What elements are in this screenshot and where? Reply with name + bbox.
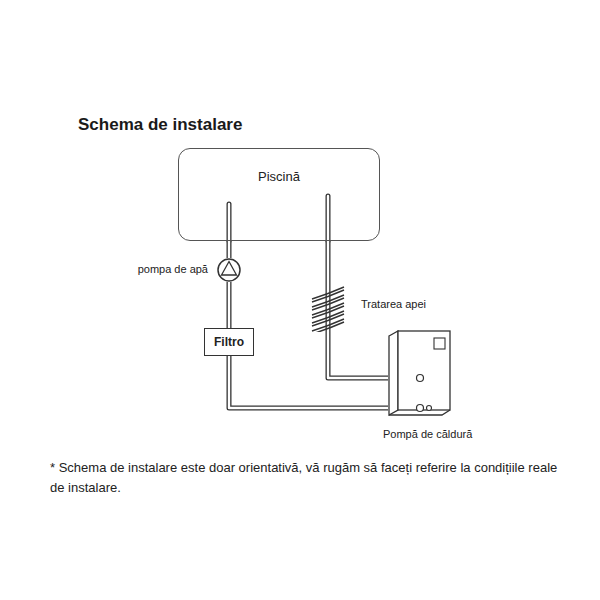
edge-group <box>229 241 388 408</box>
pipe-inner <box>328 332 388 378</box>
heat-node: Pompă de căldură <box>388 330 452 416</box>
pump-circle <box>218 259 240 281</box>
pipe-connector <box>328 332 388 378</box>
coil-winding <box>312 322 344 332</box>
pipe-inner <box>229 356 388 408</box>
pipe-outer <box>326 241 331 284</box>
heat-pump-unit <box>388 330 452 416</box>
pump-symbol <box>217 258 241 282</box>
unit-side <box>389 331 398 415</box>
note-text: * Schema de instalare este doar orientat… <box>50 458 575 498</box>
pipe-outer <box>227 282 232 328</box>
pipe-connector <box>229 282 230 328</box>
pump-label: pompa de apă <box>138 263 208 275</box>
pipe-outer <box>227 241 232 258</box>
pipe-inner <box>228 241 230 258</box>
diagram-title: Schema de instalare <box>78 115 242 135</box>
pipe-outer <box>328 332 388 378</box>
pipe-connector <box>328 241 329 284</box>
pipe-port <box>427 406 432 411</box>
filter-label: Filtro <box>214 335 244 349</box>
pipe-outer <box>229 356 388 408</box>
pipe-port <box>417 405 424 412</box>
filter-node: Filtro <box>204 328 254 356</box>
pool-node: Piscină <box>178 148 380 241</box>
heat-pump-label: Pompă de căldură <box>383 428 472 440</box>
unit-display <box>434 338 445 349</box>
pipe-connector <box>229 241 230 258</box>
unit-front <box>398 331 450 410</box>
pipe-inner <box>327 241 329 284</box>
pump-triangle <box>222 262 237 276</box>
pipe-port <box>417 375 424 382</box>
pipe-inner <box>228 282 230 328</box>
pump-node: pompa de apă <box>217 258 241 282</box>
treatment-label: Tratarea apei <box>361 298 426 310</box>
treat-node: Tratarea apei <box>309 284 347 332</box>
pipe-connector <box>229 356 388 408</box>
pool-label: Piscină <box>179 169 379 184</box>
pool-pipe-stubs <box>229 196 328 241</box>
treatment-coil <box>309 284 347 332</box>
